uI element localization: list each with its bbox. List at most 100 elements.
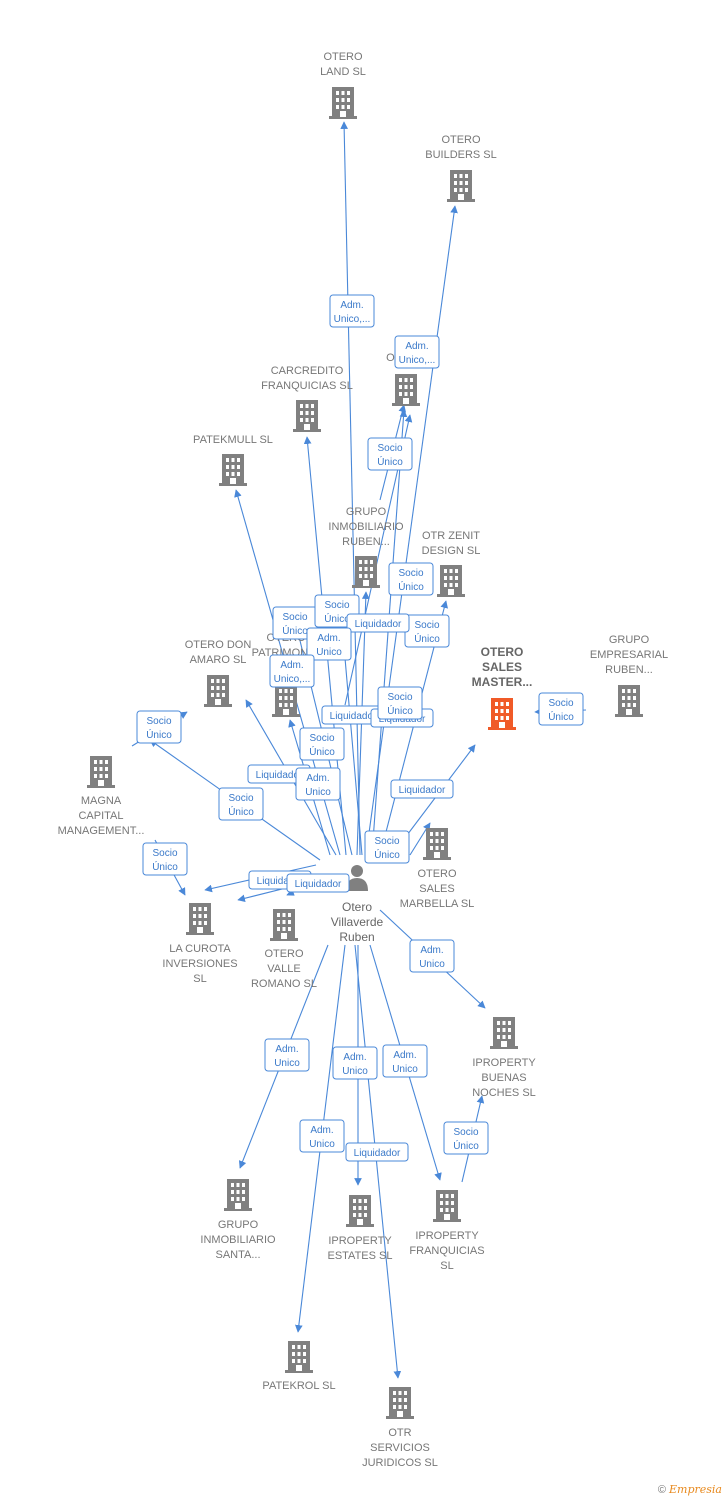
edge-label-text: Adm.Unico [274, 1044, 300, 1069]
building-icon [87, 756, 115, 788]
building-icon [346, 1195, 374, 1227]
edge-label-text: Liquidador [355, 619, 402, 630]
building-icon [392, 374, 420, 406]
edge-label-box [299, 727, 345, 761]
edge-label-text: Adm.Unico [419, 945, 445, 970]
edge-label-text: Adm.Unico [305, 773, 331, 798]
edge-label-box [299, 1119, 345, 1153]
edge-label-box [394, 335, 440, 369]
edge-label-text: Adm.Unico [309, 1125, 335, 1150]
edge-label-box [538, 692, 584, 726]
edge-label-l29: Adm.Unico [299, 1119, 345, 1153]
edge-label-text: Adm.Unico,... [399, 341, 436, 366]
edge-label-l27: Adm.Unico [382, 1044, 428, 1078]
building-icon [270, 909, 298, 941]
edge-label-l2: Adm.Unico,... [394, 335, 440, 369]
relationship-edge [340, 121, 361, 856]
edge-label-text: Liquidador [256, 770, 303, 781]
edge-label-box [295, 767, 341, 801]
edge-label-text: Adm.Unico [316, 633, 342, 658]
company-node-patekrol[interactable]: PATEKROL SL [262, 1341, 336, 1392]
edge-label-l1: Adm.Unico,... [329, 294, 375, 328]
edge-label-box [332, 1046, 378, 1080]
edge-label-box [218, 787, 264, 821]
building-icon [186, 903, 214, 935]
building-icon [488, 698, 516, 730]
building-icon [433, 1190, 461, 1222]
edge-label-l24: Adm.Unico [409, 939, 455, 973]
edge-label-box [367, 437, 413, 471]
empresia-logo: Empresia [669, 1483, 722, 1496]
edge-label-box [346, 613, 410, 633]
building-icon [490, 1017, 518, 1049]
company-node-patekmull[interactable]: PATEKMULL SL [193, 434, 273, 486]
building-icon [224, 1179, 252, 1211]
edge-label-box [388, 562, 434, 596]
edge-label-text: Adm.Unico [342, 1052, 368, 1077]
building-icon [272, 685, 300, 717]
edge-label-box [409, 939, 455, 973]
edge-label-box [269, 654, 315, 688]
edge-label-l25: Adm.Unico [264, 1038, 310, 1072]
building-icon [285, 1341, 313, 1373]
edge-label-box [286, 873, 350, 893]
edge-label-box [382, 1044, 428, 1078]
edge-label-l18: Adm.Unico [295, 767, 341, 801]
edge-label-text: Adm.Unico,... [274, 660, 311, 685]
edge-label-box [142, 842, 188, 876]
building-icon [423, 828, 451, 860]
company-name: PATEKROL SL [262, 1380, 335, 1392]
edge-label-text: Liquidador [399, 785, 446, 796]
relationship-edge [365, 205, 458, 856]
building-icon [293, 400, 321, 432]
building-icon [386, 1387, 414, 1419]
edge-label-l8: Liquidador [346, 613, 410, 633]
building-icon [219, 454, 247, 486]
edge-label-l10: Adm.Unico [306, 627, 352, 661]
